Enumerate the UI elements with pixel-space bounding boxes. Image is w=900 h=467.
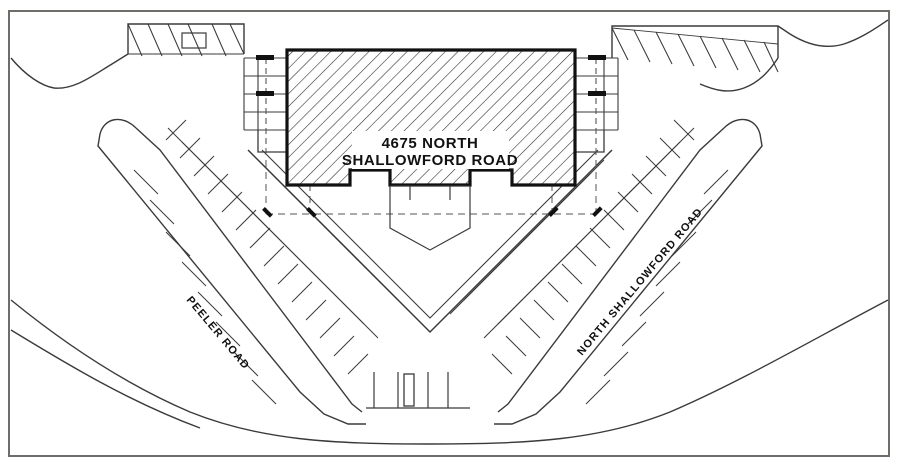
dock-marker-left-2 (256, 91, 274, 96)
stall-ticks-right-band (491, 119, 695, 375)
building-label-backdrop (352, 131, 509, 169)
parking-field-right-outer (585, 169, 729, 405)
north-parcel-boundary-left (10, 23, 245, 89)
parking-stalls-north-left (127, 23, 245, 57)
loading-bays-right (562, 55, 619, 153)
parking-field-left-outer (133, 169, 277, 405)
bottom-parking-row (366, 372, 470, 409)
parking-field-right-inner (449, 159, 605, 315)
dock-marker-right-2 (588, 91, 606, 96)
dock-marker-right-1 (588, 55, 606, 60)
north-parcel-boundary-right (611, 19, 889, 92)
north-left-island (181, 32, 207, 49)
building-label-line2: SHALLOWFORD ROAD (342, 152, 518, 169)
bottom-parking-island (403, 373, 415, 407)
parking-field-right-wing (483, 127, 695, 339)
dock-marker-left-1 (256, 55, 274, 60)
parking-stalls-north-right (611, 27, 779, 73)
south-parcel-boundary (10, 299, 889, 445)
drive-band-left (97, 118, 366, 425)
setback-dashed-lines (265, 148, 597, 215)
entry-walkway (389, 185, 471, 251)
stall-ticks-left-band (165, 119, 369, 375)
building-footprint (285, 48, 577, 187)
drive-band-right (494, 118, 763, 425)
loading-bays-left (243, 55, 300, 153)
drawing-frame (8, 10, 890, 457)
building-label-line1: 4675 NORTH (382, 135, 479, 152)
